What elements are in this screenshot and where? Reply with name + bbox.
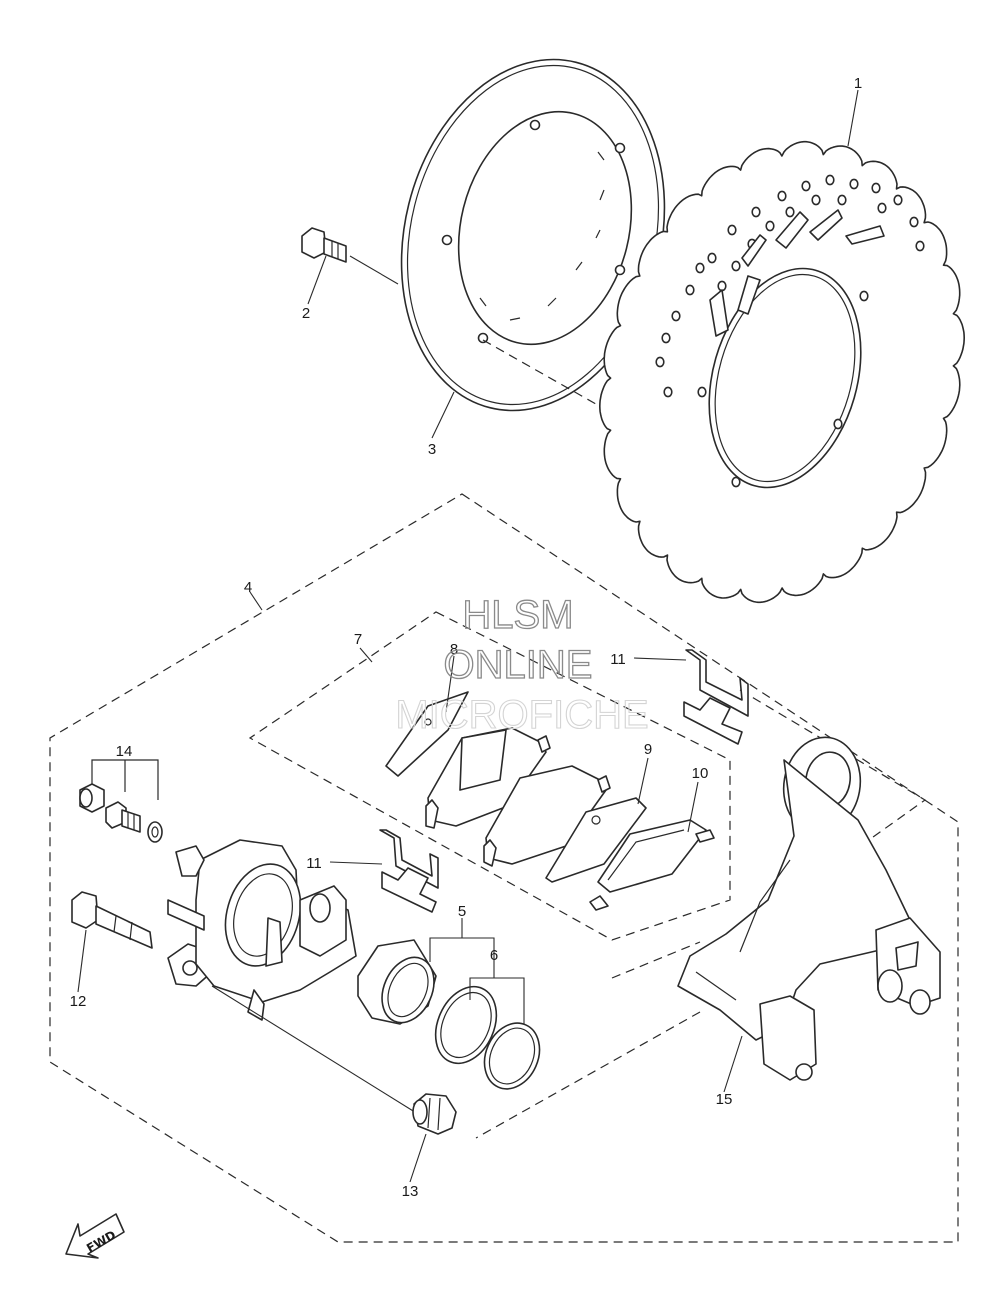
caliper-bracket-15 [677,736,941,1081]
disc-vent-hole [893,194,903,206]
brake-pad-outer [425,727,551,829]
callout-10: 10 [692,765,709,782]
pad-kit-boundary [248,611,731,941]
watermark-line-2: ONLINE [444,643,593,687]
disc-vent-hole [731,260,741,272]
leader-13 [409,1133,427,1183]
piston-5 [357,939,437,1025]
disc-vent-hole [685,284,695,296]
disc-vent-hole [909,216,919,228]
brake-disc-1 [599,140,965,604]
callout-2: 2 [302,305,310,322]
callout-12: 12 [70,993,87,1010]
disc-vent-hole [671,310,681,322]
disc-vent-hole [859,290,869,302]
disc-vent-hole [707,252,717,264]
disc-vent-hole [833,418,843,430]
watermark-line-3: MICROFICHE [395,693,648,737]
leader-9 [637,757,649,805]
disc-vent-hole [877,202,887,214]
leader-1 [847,89,859,147]
leader-11a [633,657,687,661]
slide-pin-12 [71,891,153,949]
callout-1: 1 [854,75,862,92]
disc-vent-hole [871,182,881,194]
leader-8 [445,655,455,713]
callout-7: 7 [354,631,362,648]
disc-vent-hole [837,194,847,206]
leader-6 [469,962,525,1024]
pad-spring-11-upper [683,649,749,745]
disc-vent-hole [849,178,859,190]
callout-4: 4 [244,579,252,596]
leader-3 [431,391,455,439]
disc-plate-3 [400,58,666,412]
disc-vent-hole [785,206,795,218]
callout-11-lower: 11 [306,855,322,872]
pad-spring-11-lower [379,829,439,913]
leader-7 [359,647,373,663]
disc-vent-hole [731,476,741,488]
callout-6: 6 [490,947,498,964]
disc-vent-hole [663,386,673,398]
caliper-assembly-boundary [49,493,959,1243]
leader-15 [723,1035,743,1093]
leader-5 [429,918,495,962]
disc-vent-hole [697,386,707,398]
disc-vent-hole [801,180,811,192]
watermark: HLSM ONLINE MICROFICHE [395,592,649,737]
caliper-leader-line [211,985,419,1115]
boot-13 [412,1093,457,1135]
leader-2 [307,255,327,305]
disc-vent-hole [751,206,761,218]
callout-9: 9 [644,741,652,758]
callout-11-upper: 11 [610,651,626,668]
watermark-line-1: HLSM [462,593,573,637]
leader-12 [77,929,87,993]
leader-10 [687,781,699,833]
pad-shim-9 [545,797,647,883]
fwd-direction-arrow: FWD [65,1213,125,1259]
disc-vent-hole [655,356,665,368]
disc-vent-hole [777,190,787,202]
leader-4 [249,591,263,611]
callout-15: 15 [716,1091,733,1108]
disc-vent-hole [765,220,775,232]
disc-bolt-2 [301,227,399,285]
lower-dashed-connector [475,1011,701,1139]
bleed-screw-set-14 [79,759,163,843]
brake-pad-inner [483,765,611,867]
disc-vent-hole [811,194,821,206]
disc-vent-hole [825,174,835,186]
piston-seal-6b [483,1022,541,1090]
callout-8: 8 [450,641,458,658]
piston-seal-6a [434,985,498,1065]
pad-shim-10 [589,819,715,911]
callout-5: 5 [458,903,466,920]
disc-vent-hole [695,262,705,274]
disc-vent-hole [661,332,671,344]
bracket-dashed-connector-2 [611,941,701,979]
disc-vent-hole [915,240,925,252]
pad-shim-8 [385,691,469,777]
callout-14: 14 [116,743,133,760]
caliper-body [167,839,357,1021]
disc-vent-hole [727,224,737,236]
callout-3: 3 [428,441,436,458]
callout-13: 13 [402,1183,419,1200]
leader-11b [329,861,383,865]
